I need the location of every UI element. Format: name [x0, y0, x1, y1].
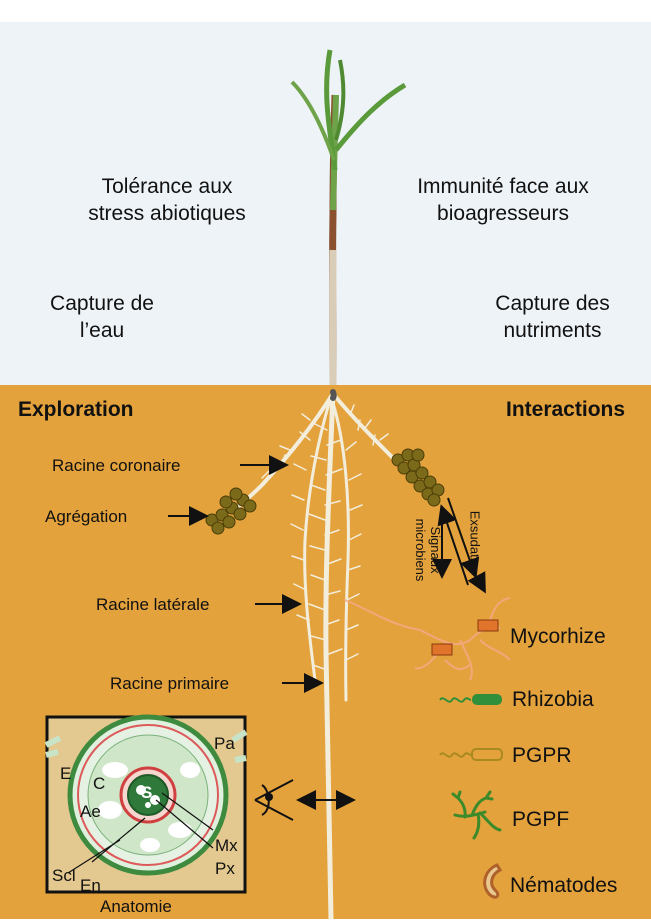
- crown-root-label: Racine coronaire: [52, 452, 181, 479]
- leaf: [336, 85, 405, 150]
- tag-scl: Scl: [52, 862, 76, 889]
- primary-root-label: Racine primaire: [110, 670, 229, 697]
- tag-ae: Ae: [80, 798, 101, 825]
- pgpf-icon: [453, 792, 500, 838]
- tag-c: C: [93, 770, 105, 797]
- mycorrhiza-network: [415, 598, 510, 680]
- tag-en: En: [80, 872, 101, 899]
- legend-mycorrhiza: Mycorhize: [510, 623, 606, 650]
- root-system: [232, 392, 420, 919]
- pgpr-icon: [440, 749, 502, 760]
- aggregation-label: Agrégation: [45, 503, 127, 530]
- legend-nematodes: Nématodes: [510, 872, 617, 899]
- tag-e: E: [60, 760, 71, 787]
- primary-root: [326, 392, 333, 919]
- exudates-label: Exsudats: [468, 503, 483, 573]
- aggregation-cluster-left: [206, 488, 256, 534]
- tag-s: S: [141, 779, 152, 806]
- tag-pa: Pa: [214, 730, 235, 757]
- nematode-icon: [485, 865, 500, 897]
- legend-rhizobia: Rhizobia: [512, 686, 594, 713]
- anatomy-label: Anatomie: [100, 893, 172, 920]
- eye-icon: [255, 780, 293, 820]
- exploration-title: Exploration: [18, 396, 134, 423]
- legend-pgpr: PGPR: [512, 742, 572, 769]
- legend-pgpf: PGPF: [512, 806, 569, 833]
- aggregation-cluster-right: [392, 449, 444, 506]
- lateral-root-label: Racine latérale: [96, 591, 209, 618]
- tag-px: Px: [215, 855, 235, 882]
- rhizobia-icon: [440, 694, 502, 705]
- interactions-title: Interactions: [506, 396, 625, 423]
